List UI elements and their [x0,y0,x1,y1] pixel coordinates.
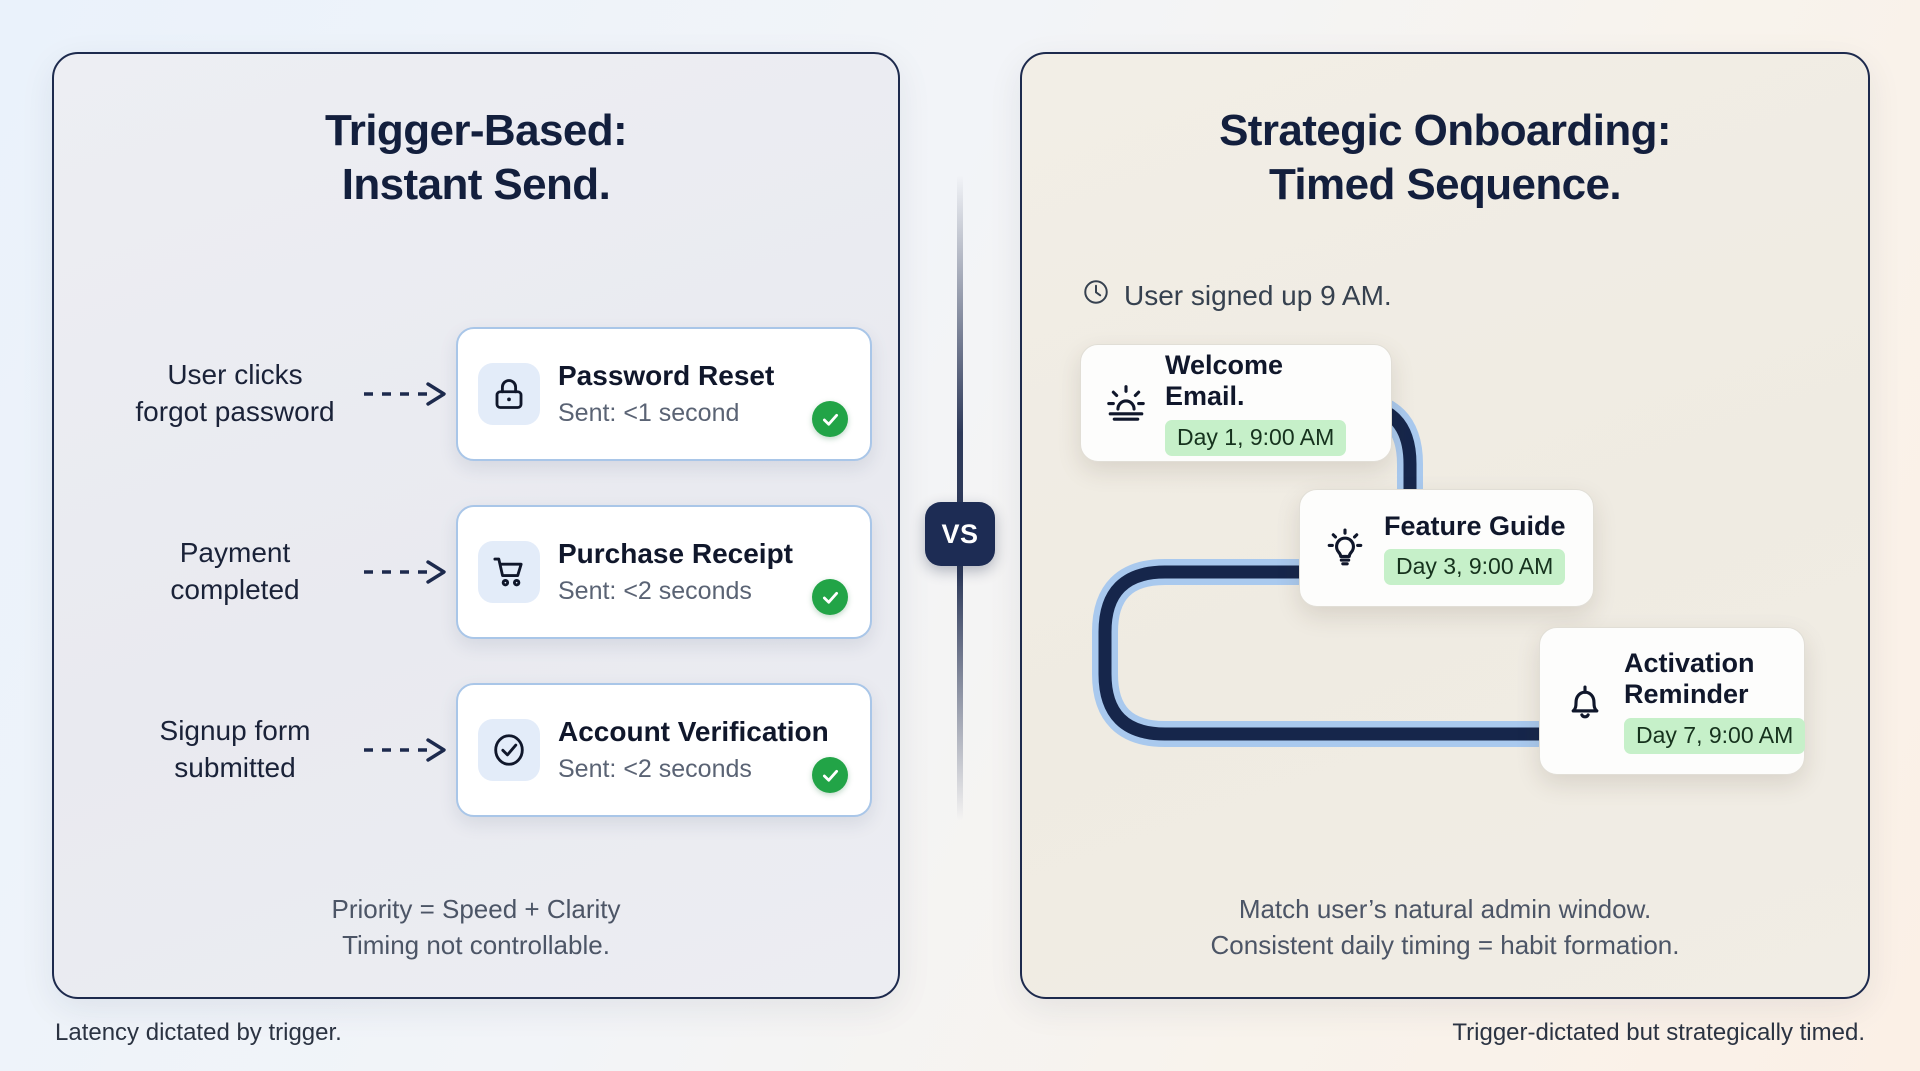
event-card-title: Password Reset [558,359,775,391]
signup-note-text: User signed up 9 AM. [1124,279,1392,311]
left-footnote-line2: Timing not controllable. [342,929,610,960]
trigger-label: Payment completed [110,535,360,609]
check-circle-icon [478,719,540,781]
event-card-subtitle: Sent: <2 seconds [558,576,752,605]
left-panel-title: Trigger-Based: Instant Send. [54,104,898,211]
shopping-cart-icon [478,541,540,603]
dashed-arrow-icon [360,379,456,409]
dashed-arrow-icon [360,557,456,587]
status-check-icon [812,579,848,615]
event-card-subtitle: Sent: <1 second [558,398,740,427]
sequence-step-title-line1: Activation [1624,647,1755,678]
sequence-step-card[interactable]: Welcome Email. Day 1, 9:00 AM [1080,344,1392,462]
bell-icon [1560,679,1610,723]
lightbulb-icon [1320,526,1370,570]
event-card[interactable]: Account Verification Sent: <2 seconds [456,683,872,817]
trigger-label-line2: forgot password [135,396,335,427]
event-card[interactable]: Password Reset Sent: <1 second [456,327,872,461]
right-panel-title-line2: Timed Sequence. [1268,159,1622,209]
trigger-row: Payment completed Purchase [54,502,902,642]
caption-right: Trigger-dictated but strategically timed… [1452,1019,1865,1046]
event-card-text: Account Verification Sent: <2 seconds [558,715,829,786]
right-panel-title-line1: Strategic Onboarding: [1219,106,1671,155]
signup-note: User signed up 9 AM. [1082,278,1392,313]
trigger-row: User clicks forgot password [54,324,902,464]
sequence-step-body: Feature Guide Day 3, 9:00 AM [1384,511,1571,586]
dashed-arrow-icon [360,735,456,765]
status-check-icon [812,757,848,793]
trigger-label-line1: Payment [179,537,291,569]
sequence-step-title-line2: Reminder [1624,679,1749,710]
trigger-label-line1: Signup form [159,715,311,747]
trigger-label-line2: submitted [174,752,296,783]
left-panel-title-line2: Instant Send. [341,159,611,209]
event-card-title: Account Verification [558,715,829,747]
caption-left: Latency dictated by trigger. [55,1019,342,1046]
sequence-step-body: Activation Reminder Day 7, 9:00 AM [1624,648,1806,755]
sequence-step-schedule: Day 7, 9:00 AM [1624,717,1806,755]
event-card-text: Purchase Receipt Sent: <2 seconds [558,537,812,608]
right-footnote-line1: Match user’s natural admin window. [1238,894,1652,924]
sequence-step-card[interactable]: Feature Guide Day 3, 9:00 AM [1299,489,1594,607]
sequence-step-card[interactable]: Activation Reminder Day 7, 9:00 AM [1539,627,1806,775]
left-panel-title-line1: Trigger-Based: [324,106,628,155]
vs-badge: VS [925,502,995,566]
trigger-label-line1: User clicks [167,359,303,391]
trigger-label: User clicks forgot password [110,357,360,431]
sequence-step-title: Activation Reminder [1624,648,1782,711]
sequence-step-schedule: Day 1, 9:00 AM [1165,419,1347,457]
sequence-step-title: Feature Guide [1384,510,1566,541]
sunrise-icon [1101,381,1151,425]
right-footnote-line2: Consistent daily timing = habit formatio… [1210,929,1680,960]
trigger-label-line2: completed [170,574,300,605]
event-card-text: Password Reset Sent: <1 second [558,359,812,430]
right-panel-title: Strategic Onboarding: Timed Sequence. [1022,104,1868,211]
sequence-step-title: Welcome Email. [1165,349,1284,412]
trigger-based-panel: Trigger-Based: Instant Send. User clicks… [52,52,900,999]
sequence-step-schedule: Day 3, 9:00 AM [1384,548,1566,586]
event-card[interactable]: Purchase Receipt Sent: <2 seconds [456,505,872,639]
left-footnote-line1: Priority = Speed + Clarity [331,894,621,924]
lock-icon [478,363,540,425]
trigger-label: Signup form submitted [110,713,360,787]
right-panel-footnote: Match user’s natural admin window. Consi… [1022,892,1868,964]
left-panel-footnote: Priority = Speed + Clarity Timing not co… [54,892,898,964]
vs-divider-line [957,175,963,820]
trigger-row: Signup form submitted Account Verificat [54,680,902,820]
sequence-step-body: Welcome Email. Day 1, 9:00 AM [1165,349,1369,457]
event-card-subtitle: Sent: <2 seconds [558,754,752,783]
status-check-icon [812,401,848,437]
event-card-title: Purchase Receipt [558,537,793,569]
clock-icon [1082,278,1110,313]
